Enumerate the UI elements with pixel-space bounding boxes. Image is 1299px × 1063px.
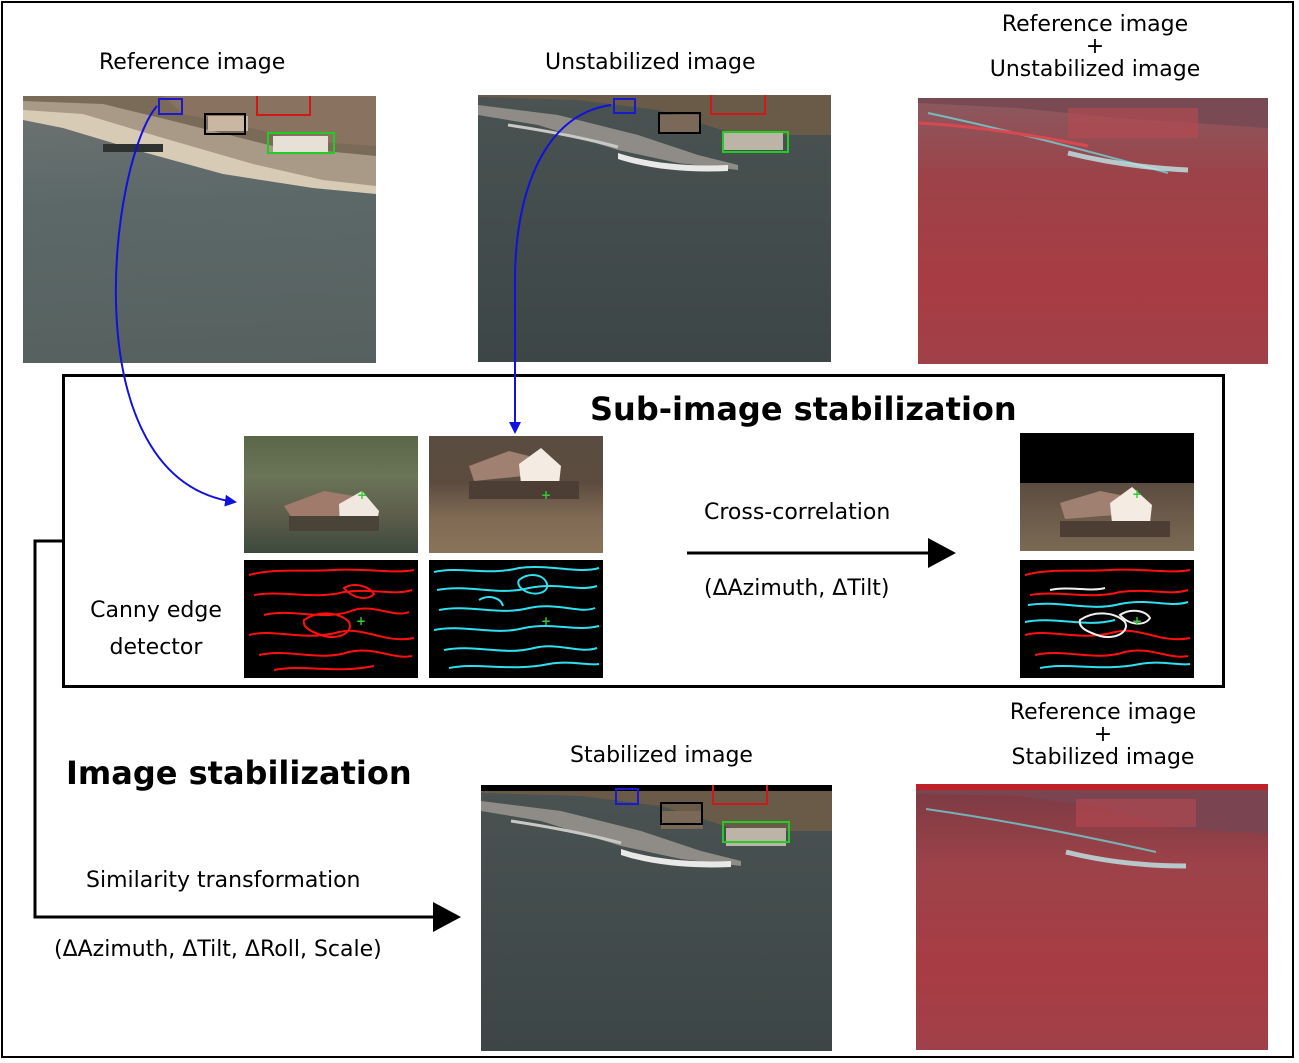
- reference-to-sub-arrow: [114, 105, 237, 507]
- cross-correlation-label: Cross-correlation: [704, 500, 891, 525]
- stabilized-green-box: [722, 821, 790, 843]
- reference-green-box: [267, 132, 335, 154]
- unstabilized-sub-image-scene: [469, 448, 579, 499]
- cross-correlation-params: (ΔAzimuth, ΔTilt): [704, 576, 890, 601]
- reference-canny-edges: +: [244, 560, 418, 678]
- sub-image-stabilization-frame: [62, 374, 1225, 688]
- reference-canny-crosshair: +: [356, 614, 367, 628]
- sub-image-stabilization-title: Sub-image stabilization: [590, 390, 1017, 428]
- unstabilized-image-scene: [478, 95, 831, 172]
- unstabilized-sub-image: +: [429, 436, 603, 553]
- similarity-arrowhead: [433, 902, 461, 932]
- reference-canny-edges-lines: [248, 568, 415, 671]
- reference-image-scene: [23, 96, 376, 194]
- stabilized-blue-box: [615, 788, 639, 805]
- overlay-stabilized-image: [916, 784, 1268, 1050]
- overlay-top-line1: Reference image: [1001, 12, 1189, 37]
- overlay-bottom-plus: +: [1093, 722, 1113, 747]
- reference-sub-crosshair: +: [357, 488, 368, 502]
- unstabilized-blue-box: [613, 98, 636, 114]
- stabilized-red-box: [712, 785, 768, 805]
- unstabilized-canny-crosshair: +: [541, 614, 552, 628]
- stabilized-image: [481, 785, 832, 1051]
- overlay-top-label: Reference image + Unstabilized image: [985, 12, 1205, 82]
- reference-sub-image-scene: [284, 491, 379, 531]
- reference-image: [23, 96, 376, 363]
- canny-edge-detector-label: Canny edge detector: [76, 592, 236, 666]
- overlay-unstabilized-image: [918, 98, 1268, 364]
- reference-red-box: [256, 96, 311, 116]
- overlay-bottom-label: Reference image + Stabilized image: [993, 700, 1213, 770]
- unstabilized-canny-edges-lines: [433, 566, 600, 669]
- similarity-arrow-line: [33, 539, 435, 919]
- stabilized-black-box: [660, 802, 703, 825]
- stabilized-canny-edges: +: [1020, 560, 1194, 678]
- canny-line2: detector: [109, 635, 203, 660]
- cross-correlation-arrowhead: [928, 538, 956, 568]
- stabilized-canny-edges-lines: [1024, 568, 1191, 669]
- overlay-top-plus: +: [1085, 34, 1105, 59]
- stabilized-sub-crosshair: +: [1132, 487, 1143, 501]
- reference-blue-box: [158, 98, 183, 115]
- unstabilized-black-box: [658, 112, 701, 134]
- stabilized-image-label: Stabilized image: [570, 743, 753, 768]
- reference-black-box: [204, 113, 246, 135]
- canny-line1: Canny edge: [90, 598, 222, 623]
- unstabilized-red-box: [710, 95, 766, 115]
- overlay-bottom-line1: Reference image: [1009, 700, 1197, 725]
- overlay-bottom-line2: Stabilized image: [1011, 745, 1195, 770]
- stabilized-image-top-border: [481, 785, 832, 791]
- unstabilized-image-label: Unstabilized image: [545, 50, 756, 75]
- unstabilized-canny-edges: +: [429, 560, 603, 678]
- image-stabilization-title: Image stabilization: [66, 754, 412, 792]
- reference-image-label: Reference image: [99, 50, 286, 75]
- stabilized-sub-image-content: [1020, 483, 1194, 551]
- unstabilized-sub-crosshair: +: [541, 488, 552, 502]
- overlay-top-line2: Unstabilized image: [989, 57, 1201, 82]
- unstabilized-image: [478, 95, 831, 362]
- stabilized-sub-image-scene: [1060, 487, 1170, 537]
- stabilized-canny-crosshair: +: [1132, 614, 1143, 628]
- overlay-stabilized-scene: [916, 784, 1268, 869]
- stabilized-sub-image: +: [1020, 433, 1194, 551]
- overlay-unstabilized-scene: [918, 98, 1268, 174]
- similarity-transformation-params: (ΔAzimuth, ΔTilt, ΔRoll, Scale): [54, 937, 382, 962]
- unstabilized-to-sub-arrow: [509, 104, 612, 434]
- unstabilized-green-box: [722, 131, 789, 153]
- reference-sub-image: +: [244, 436, 418, 553]
- similarity-transformation-label: Similarity transformation: [86, 868, 361, 893]
